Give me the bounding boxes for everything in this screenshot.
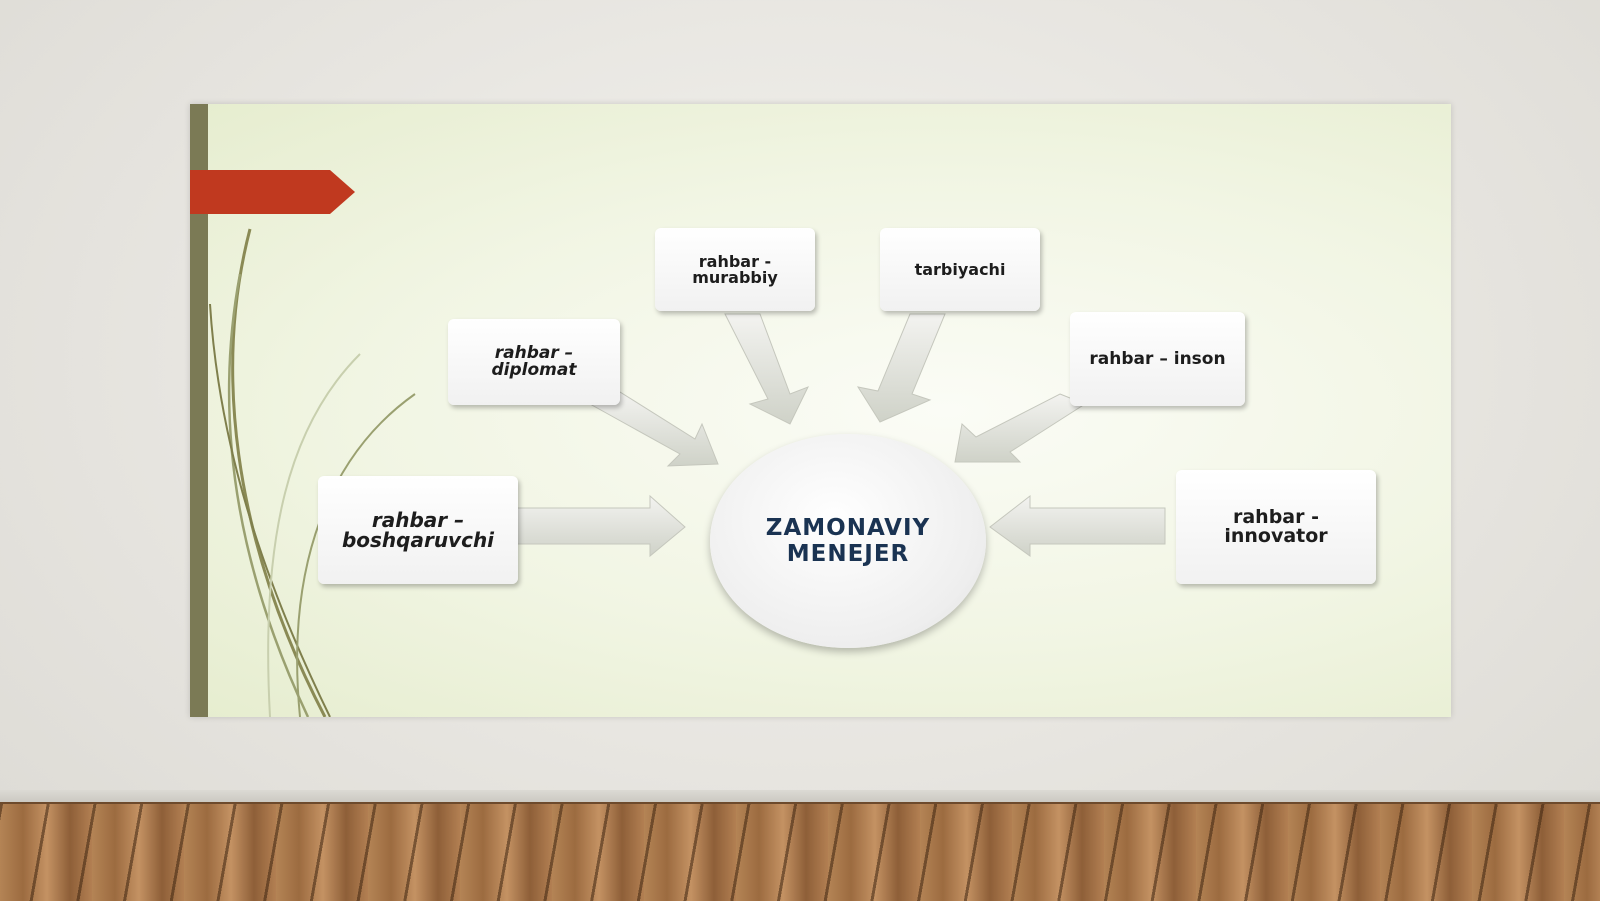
center-circle: ZAMONAVIY MENEJER: [710, 434, 986, 648]
arrow-from-murabbiy: [724, 313, 810, 425]
arrow-from-boshqaruvchi: [514, 494, 686, 558]
box-tarbiyachi: tarbiyachi: [880, 228, 1040, 311]
wall-baseboard: [0, 790, 1600, 804]
box-label: rahbar - innovator: [1224, 506, 1328, 547]
box-label: rahbar – boshqaruvchi: [341, 508, 495, 552]
arrow-from-diplomat: [588, 391, 719, 467]
arrow-from-tarbiyachi: [856, 313, 946, 423]
slide-side-bar: [190, 104, 208, 717]
box-label: rahbar – diplomat: [491, 343, 577, 380]
wooden-floor: [0, 802, 1600, 901]
box-rahbar-boshqaruvchi: rahbar – boshqaruvchi: [318, 476, 518, 584]
slide: rahbar - murabbiy tarbiyachi rahbar – di…: [190, 104, 1451, 717]
box-rahbar-innovator: rahbar - innovator: [1176, 470, 1376, 584]
arrows-layer: [514, 313, 1166, 558]
box-label: tarbiyachi: [914, 259, 1006, 279]
box-rahbar-diplomat: rahbar – diplomat: [448, 319, 620, 405]
arrow-from-inson: [954, 393, 1087, 463]
red-pentagon-tab: [190, 170, 355, 214]
arrow-from-innovator: [989, 494, 1166, 557]
box-rahbar-inson: rahbar – inson: [1070, 312, 1245, 406]
box-label: rahbar - murabbiy: [692, 251, 778, 287]
center-label: ZAMONAVIY MENEJER: [765, 514, 931, 567]
box-rahbar-murabbiy: rahbar - murabbiy: [655, 228, 815, 311]
box-label: rahbar – inson: [1089, 348, 1226, 369]
